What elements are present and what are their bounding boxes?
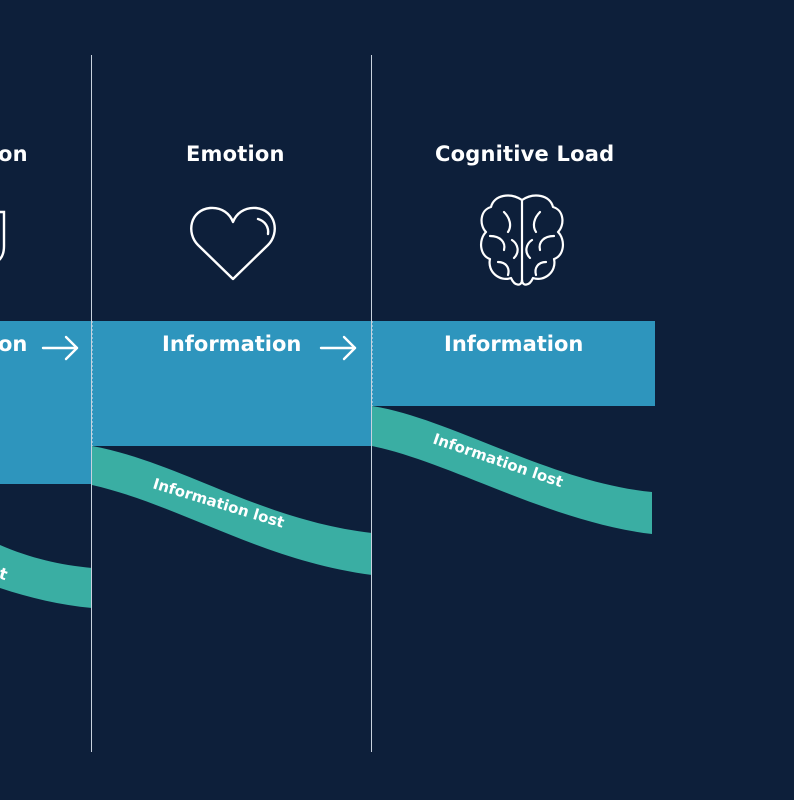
lost-stream-col3	[372, 406, 652, 534]
lost-stream-col2	[92, 446, 372, 575]
page-edge	[794, 0, 800, 800]
column-title-cognitive-load: Cognitive Load	[435, 142, 615, 166]
partial-icon	[0, 210, 6, 261]
column-title-emotion: Emotion	[186, 142, 285, 166]
lost-label-col1: t	[0, 564, 10, 585]
heart-icon	[190, 206, 276, 281]
information-band-col3	[372, 321, 655, 406]
information-label-col2: Information	[162, 332, 302, 356]
arrow-right-icon	[41, 335, 79, 361]
information-label-col1: on	[0, 332, 28, 356]
arrow-right-icon	[319, 335, 357, 361]
information-label-col3: Information	[444, 332, 584, 356]
column-title-1: on	[0, 142, 28, 166]
lost-stream-col1	[0, 545, 92, 608]
brain-icon	[480, 194, 564, 286]
column-divider-2	[371, 55, 372, 752]
column-divider-1	[91, 55, 92, 752]
information-band-col2	[92, 321, 372, 446]
